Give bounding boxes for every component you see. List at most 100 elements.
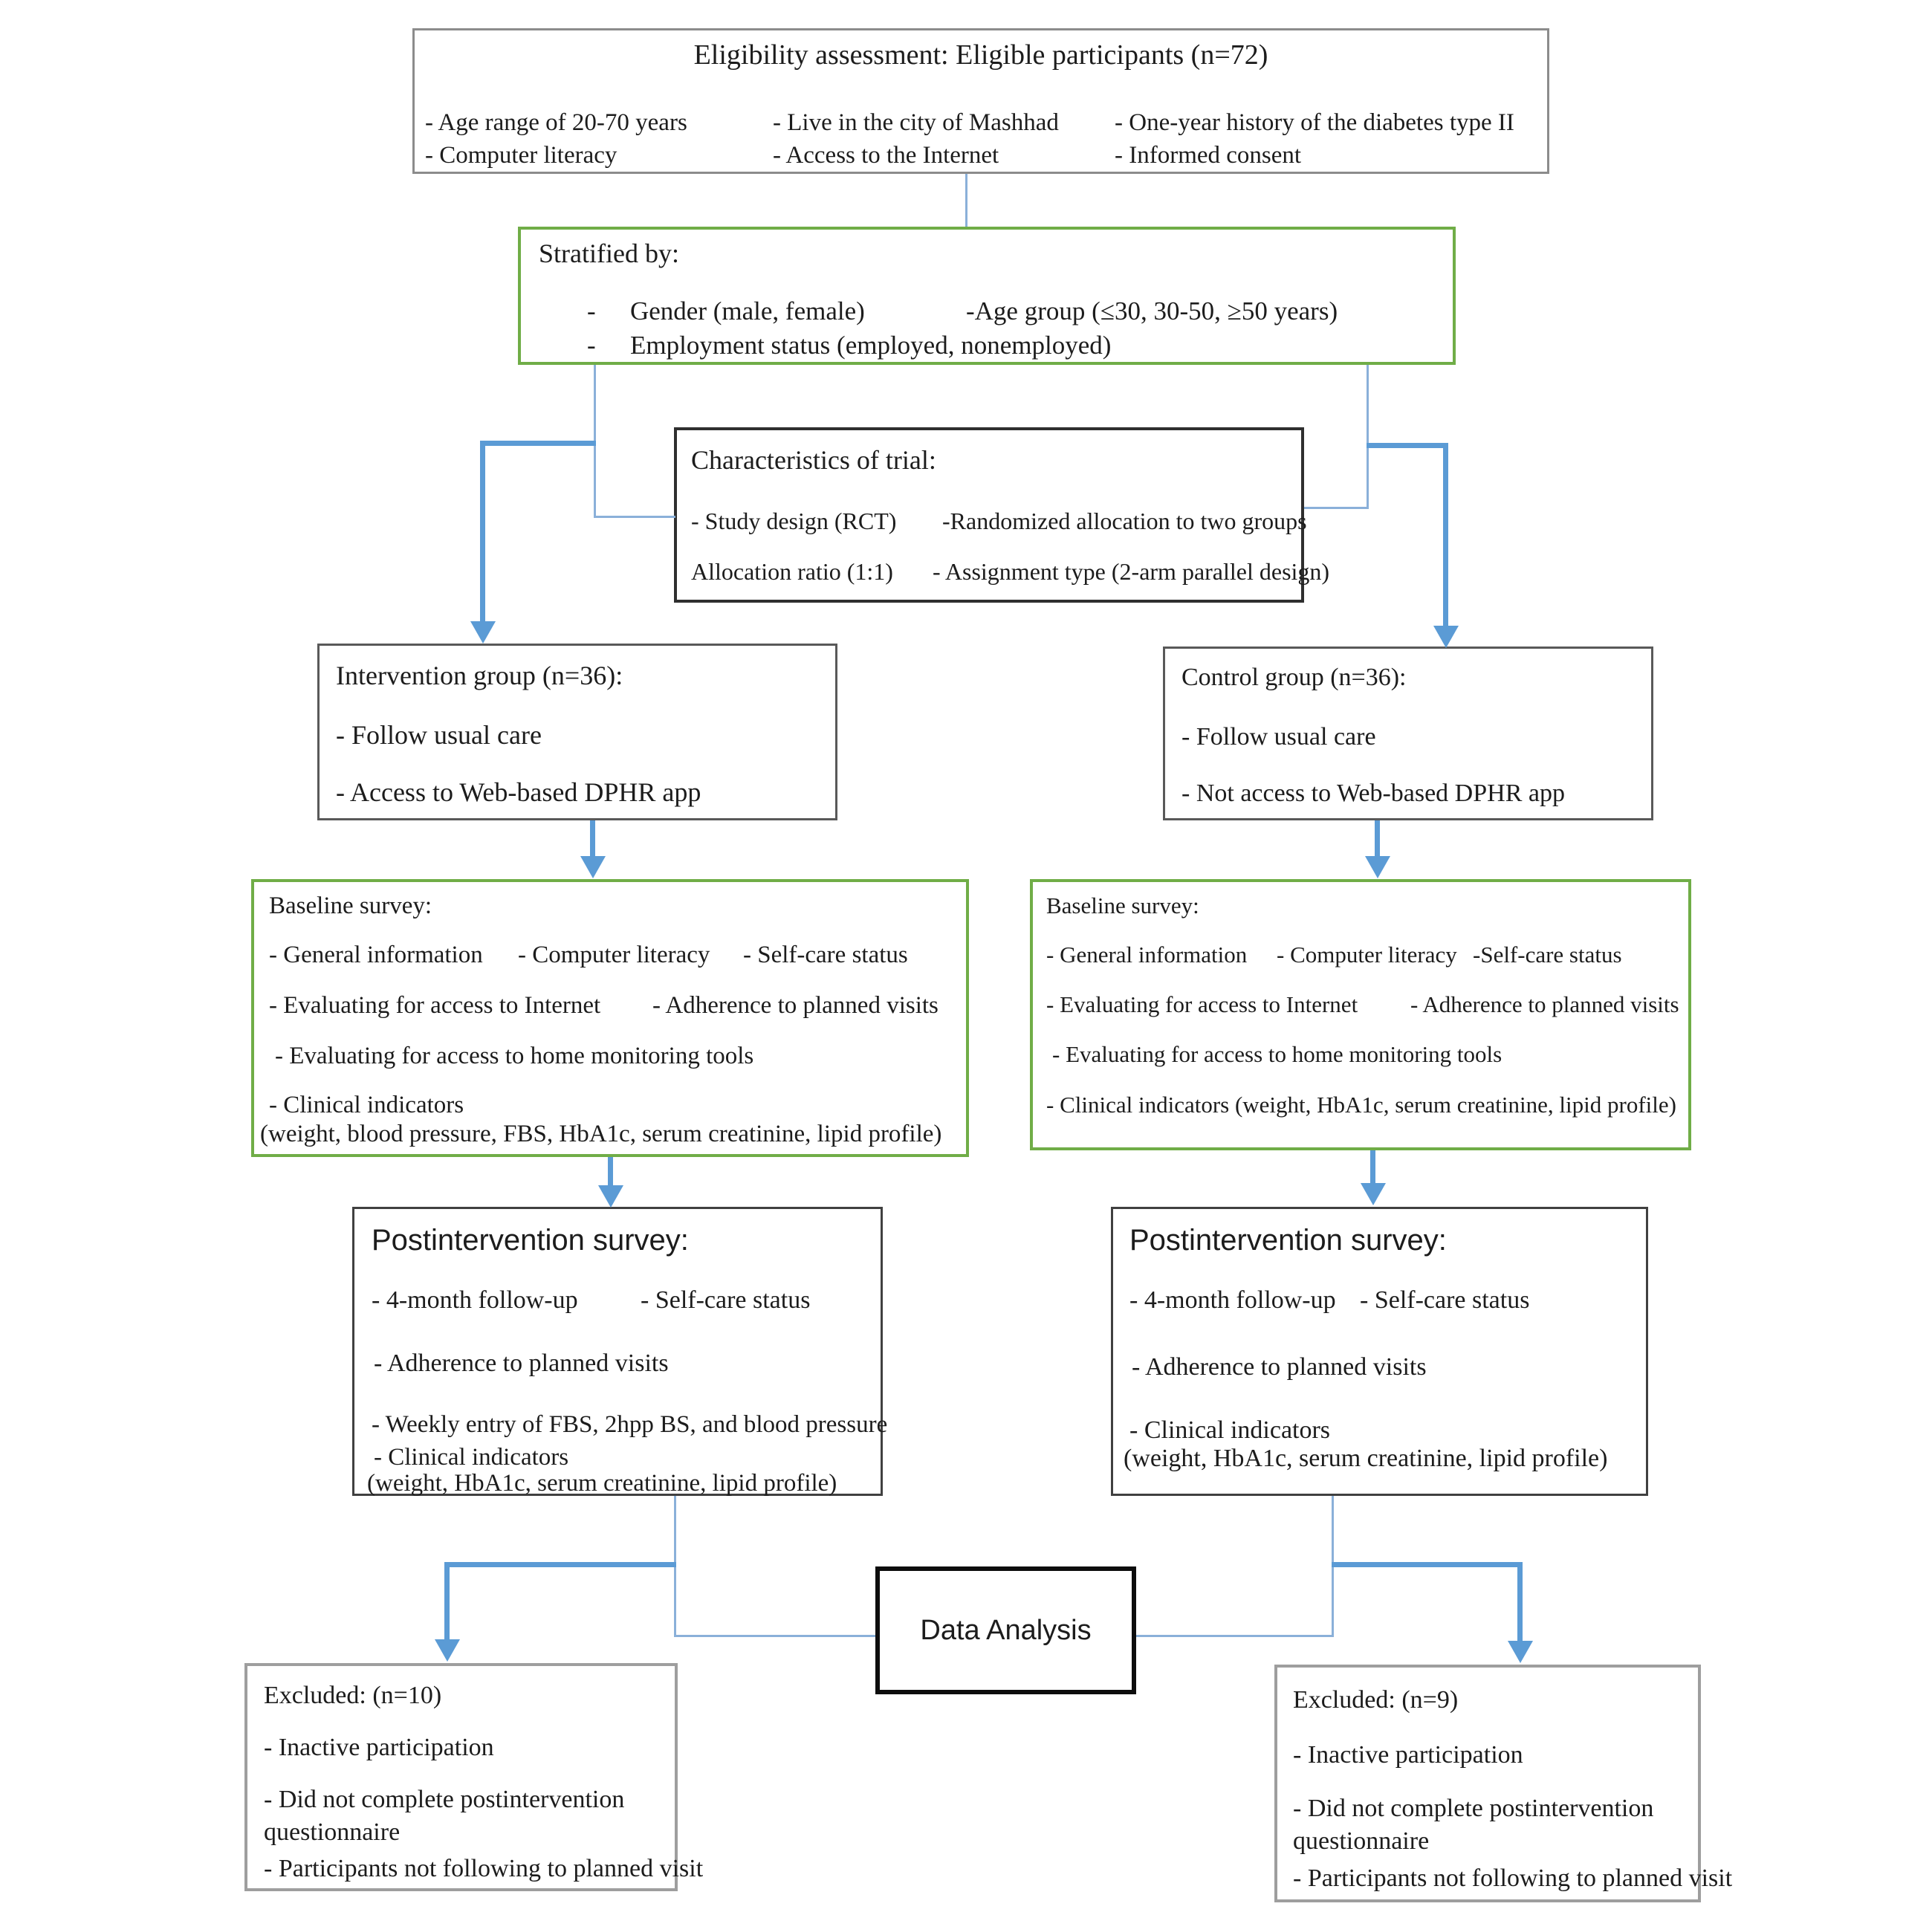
postintervention-right-item: - Clinical indicators (1129, 1416, 1331, 1444)
connector-branch-left (480, 441, 596, 446)
postintervention-right-item: (weight, HbA1c, serum creatinine, lipid … (1124, 1445, 1608, 1472)
connector-to-data-analysis-right (1136, 1635, 1334, 1637)
excluded-right-item: - Participants not following to planned … (1293, 1864, 1733, 1892)
stratified-employment: Employment status (employed, nonemployed… (630, 331, 1112, 360)
baseline-left-title: Baseline survey: (269, 892, 432, 919)
eligibility-item: - Access to the Internet (773, 142, 999, 169)
characteristics-study-design: - Study design (RCT) (691, 508, 897, 534)
postintervention-left-box (352, 1207, 883, 1496)
postintervention-right-item: - Self-care status (1360, 1286, 1530, 1314)
connector-to-characteristics-right (1304, 507, 1369, 509)
data-analysis-label: Data Analysis (920, 1614, 1092, 1646)
characteristics-randomized: -Randomized allocation to two groups (942, 508, 1307, 534)
eligibility-item: - Age range of 20-70 years (425, 109, 687, 136)
connector-control-to-baseline (1375, 820, 1380, 858)
connector-intervention-to-baseline (590, 820, 595, 858)
arrow-down-icon (435, 1639, 460, 1662)
eligibility-item: - Live in the city of Mashhad (773, 109, 1059, 136)
baseline-right-item: - Evaluating for access to home monitori… (1052, 1041, 1503, 1067)
connector-baseline-to-post-right (1370, 1150, 1375, 1185)
characteristics-allocation: Allocation ratio (1:1) (691, 558, 893, 585)
baseline-left-item: - Evaluating for access to home monitori… (275, 1043, 754, 1069)
postintervention-right-item: - Adherence to planned visits (1132, 1353, 1427, 1381)
baseline-left-item: - Clinical indicators (269, 1092, 464, 1118)
baseline-right-item: - General information (1046, 942, 1248, 968)
excluded-right-item: - Inactive participation (1293, 1741, 1523, 1769)
postintervention-left-item: - Self-care status (641, 1286, 811, 1314)
excluded-right-box (1274, 1665, 1701, 1902)
connector-branch-excluded-left-down (444, 1562, 450, 1641)
connector-eligibility-to-stratified (965, 174, 967, 227)
bullet-dash: - (587, 331, 596, 360)
connector-baseline-to-post-left (608, 1157, 613, 1187)
baseline-right-item: - Computer literacy (1277, 942, 1457, 968)
connector-stratified-right-drop (1367, 365, 1369, 509)
baseline-right-item: - Clinical indicators (weight, HbA1c, se… (1046, 1092, 1676, 1118)
postintervention-right-item: - 4-month follow-up (1129, 1286, 1336, 1314)
connector-branch-excluded-right-down (1517, 1562, 1523, 1642)
baseline-right-item: - Evaluating for access to Internet (1046, 991, 1358, 1017)
baseline-left-item: - General information (269, 942, 483, 968)
postintervention-left-title: Postintervention survey: (372, 1224, 689, 1257)
arrow-down-icon (470, 621, 496, 644)
baseline-right-title: Baseline survey: (1046, 892, 1199, 918)
control-item: - Not access to Web-based DPHR app (1181, 780, 1565, 807)
eligibility-item: - Computer literacy (425, 142, 617, 169)
stratified-gender: Gender (male, female) (630, 297, 865, 325)
control-title: Control group (n=36): (1181, 664, 1407, 691)
excluded-right-title: Excluded: (n=9) (1293, 1686, 1459, 1714)
stratified-title: Stratified by: (539, 239, 679, 268)
postintervention-left-item: (weight, HbA1c, serum creatinine, lipid … (367, 1470, 837, 1497)
arrow-down-icon (1508, 1641, 1533, 1663)
baseline-survey-right-box (1030, 879, 1691, 1150)
characteristics-box (674, 427, 1304, 603)
arrow-down-icon (1433, 626, 1459, 648)
excluded-left-item: - Participants not following to planned … (264, 1855, 704, 1882)
baseline-left-item: - Evaluating for access to Internet (269, 992, 601, 1019)
baseline-left-item: - Computer literacy (518, 942, 710, 968)
characteristics-title: Characteristics of trial: (691, 445, 936, 475)
arrow-down-icon (1365, 856, 1390, 878)
postintervention-left-item: - Weekly entry of FBS, 2hpp BS, and bloo… (372, 1411, 888, 1438)
eligibility-box (412, 28, 1549, 174)
intervention-title: Intervention group (n=36): (336, 661, 623, 690)
baseline-survey-left-box (251, 879, 969, 1157)
characteristics-assignment: - Assignment type (2-arm parallel design… (933, 558, 1330, 585)
postintervention-right-title: Postintervention survey: (1129, 1224, 1447, 1257)
connector-to-data-analysis-left (674, 1635, 875, 1637)
postintervention-left-item: - Adherence to planned visits (374, 1349, 669, 1377)
intervention-group-box (317, 644, 837, 820)
baseline-right-item: -Self-care status (1473, 942, 1622, 968)
postintervention-right-box (1111, 1207, 1648, 1496)
intervention-item: - Follow usual care (336, 720, 542, 750)
connector-branch-left-down (480, 441, 485, 623)
eligibility-item: - Informed consent (1115, 142, 1302, 169)
arrow-down-icon (580, 856, 606, 878)
excluded-left-box (244, 1663, 678, 1891)
arrow-down-icon (598, 1185, 623, 1208)
excluded-right-item: - Did not complete postintervention ques… (1293, 1795, 1654, 1856)
connector-branch-excluded-right (1332, 1562, 1522, 1567)
baseline-right-item: - Adherence to planned visits (1410, 991, 1679, 1017)
baseline-left-item: (weight, blood pressure, FBS, HbA1c, ser… (260, 1121, 942, 1147)
connector-branch-right-down (1443, 443, 1448, 627)
baseline-left-item: - Self-care status (743, 942, 908, 968)
connector-to-characteristics-left (594, 516, 675, 518)
postintervention-left-item: - Clinical indicators (374, 1444, 569, 1471)
stratified-age-group: -Age group (≤30, 30-50, ≥50 years) (966, 297, 1338, 325)
control-group-box (1163, 647, 1653, 820)
eligibility-title: Eligibility assessment: Eligible partici… (693, 39, 1268, 71)
postintervention-left-item: - 4-month follow-up (372, 1286, 578, 1314)
bullet-dash: - (587, 297, 596, 325)
connector-branch-right (1367, 443, 1448, 448)
control-item: - Follow usual care (1181, 723, 1376, 751)
stratified-box (518, 227, 1456, 365)
excluded-left-item: - Did not complete postintervention ques… (264, 1786, 625, 1847)
excluded-left-item: - Inactive participation (264, 1734, 494, 1761)
arrow-down-icon (1361, 1183, 1386, 1205)
connector-branch-excluded-left (444, 1562, 676, 1567)
excluded-left-title: Excluded: (n=10) (264, 1682, 442, 1709)
eligibility-item: - One-year history of the diabetes type … (1115, 109, 1514, 136)
baseline-left-item: - Adherence to planned visits (652, 992, 939, 1019)
